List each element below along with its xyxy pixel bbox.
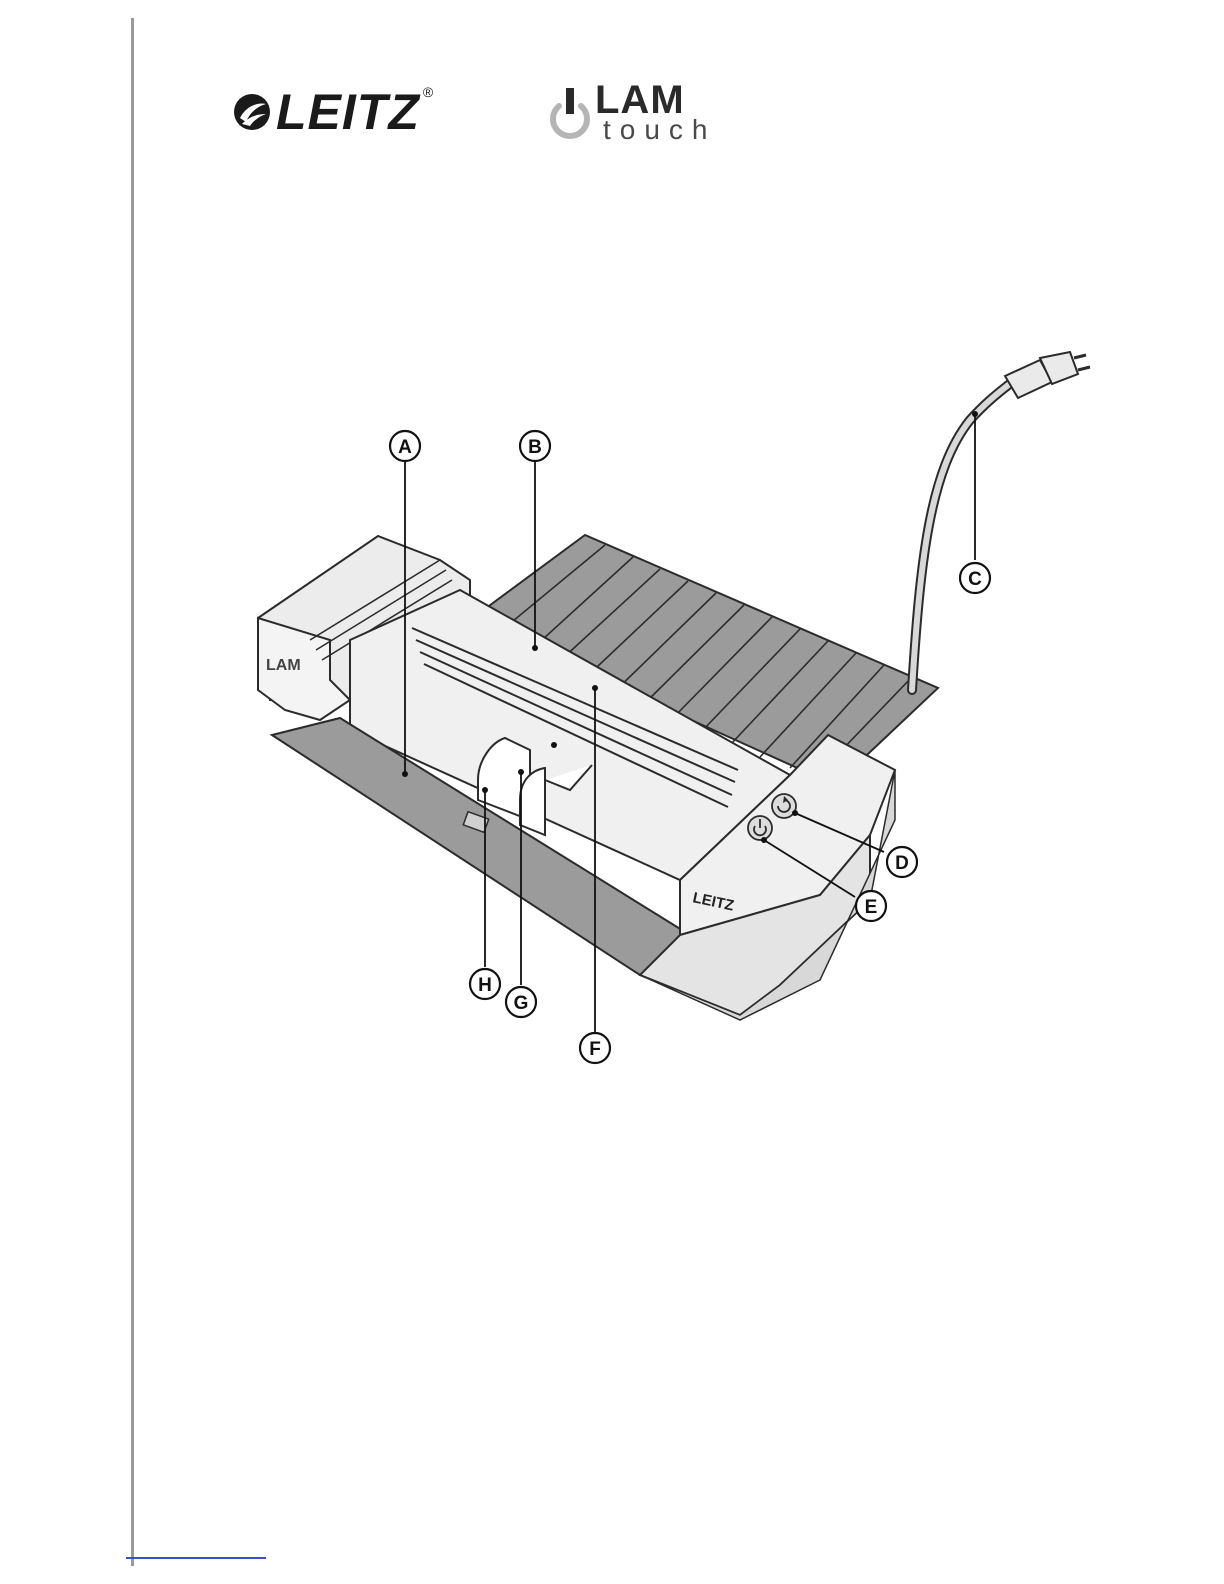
callout-a: A <box>390 431 420 461</box>
callout-e: E <box>856 891 886 921</box>
callout-letter: E <box>865 897 878 918</box>
callout-letter: A <box>398 437 412 458</box>
power-cord <box>912 352 1090 690</box>
callout-letter: G <box>514 993 529 1014</box>
callout-f: F <box>580 1033 610 1063</box>
callout-b: B <box>520 431 550 461</box>
side-brand-label: LAM <box>266 657 301 674</box>
callout-letter: H <box>478 975 492 996</box>
callout-d: D <box>887 847 917 877</box>
footer-rule <box>126 1557 266 1559</box>
callout-letter: D <box>895 853 909 874</box>
power-button[interactable] <box>748 816 772 840</box>
callout-g: G <box>506 987 536 1017</box>
callout-letter: C <box>968 569 982 590</box>
callout-letter: F <box>589 1039 601 1060</box>
callout-letter: B <box>528 437 542 458</box>
callout-h: H <box>470 969 500 999</box>
callout-c: C <box>960 563 990 593</box>
